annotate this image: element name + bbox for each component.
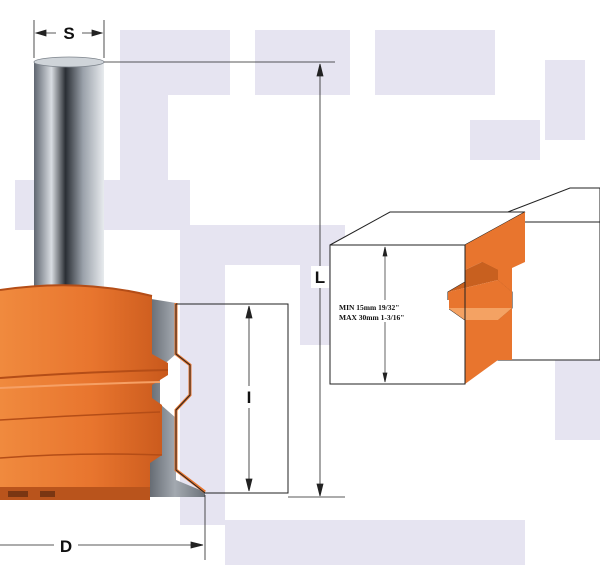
spec-max: MAX 30mm 1-3/16" <box>339 313 404 322</box>
i-label-bg <box>240 386 258 408</box>
s-label-bg <box>56 24 82 42</box>
dimension-l-label: L <box>315 268 325 287</box>
joint-illustration: MIN 15mm 19/32" MAX 30mm 1-3/16" <box>329 187 600 385</box>
spec-label-bg <box>337 300 449 322</box>
l-label-bg <box>311 266 329 288</box>
dimension-s-label: S <box>63 24 74 43</box>
cutter-body <box>0 284 169 500</box>
dimension-d-label: D <box>60 537 72 556</box>
left-board <box>329 211 526 385</box>
dimension-d <box>0 495 206 560</box>
d-label-bg <box>54 536 78 556</box>
dimension-i-label: I <box>247 388 252 407</box>
profile-outline <box>175 303 289 494</box>
spec-min: MIN 15mm 19/32" <box>339 303 399 312</box>
shank <box>33 56 105 292</box>
